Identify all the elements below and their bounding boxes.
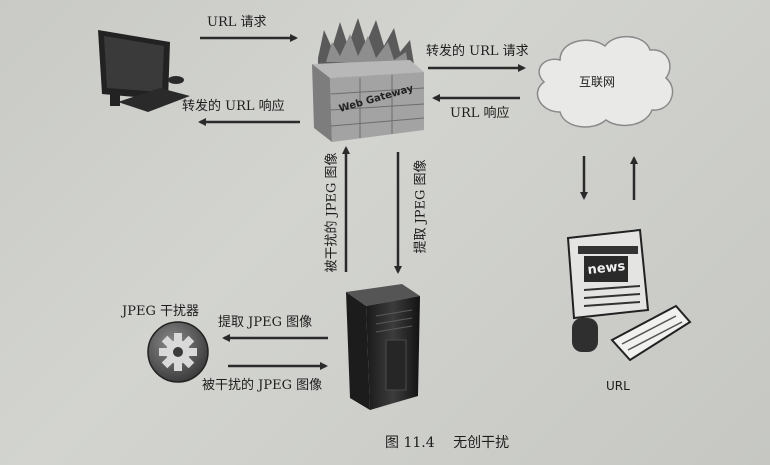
- label-forwarded-response: 转发的 URL 响应: [182, 99, 285, 114]
- label-internet: 互联网: [579, 75, 616, 89]
- label-disrupted-jpeg-vertical: 被干扰的 JPEG 图像: [324, 152, 340, 273]
- label-url: URL: [606, 379, 630, 393]
- news-headline: news: [587, 259, 626, 278]
- server-icon: [346, 284, 420, 410]
- label-url-response: URL 响应: [450, 106, 510, 121]
- figure-caption: 图 11.4 无创干扰: [385, 432, 523, 452]
- cloud-icon: [536, 35, 674, 128]
- label-extract-jpeg: 提取 JPEG 图像: [218, 315, 313, 330]
- label-url-request: URL 请求: [207, 15, 267, 30]
- label-extract-jpeg-vertical: 提取 JPEG 图像: [413, 159, 429, 254]
- figure-number: 图 11.4: [385, 435, 435, 451]
- figure-title: 无创干扰: [453, 435, 510, 451]
- computer-icon: [98, 30, 190, 112]
- news-icon: [566, 228, 692, 362]
- firewall-icon: [312, 18, 425, 142]
- label-jpeg-disruptor: JPEG 干扰器: [122, 304, 199, 319]
- gear-icon: [147, 321, 209, 383]
- label-forwarded-request: 转发的 URL 请求: [426, 44, 529, 59]
- label-disrupted-jpeg: 被干扰的 JPEG 图像: [202, 378, 323, 393]
